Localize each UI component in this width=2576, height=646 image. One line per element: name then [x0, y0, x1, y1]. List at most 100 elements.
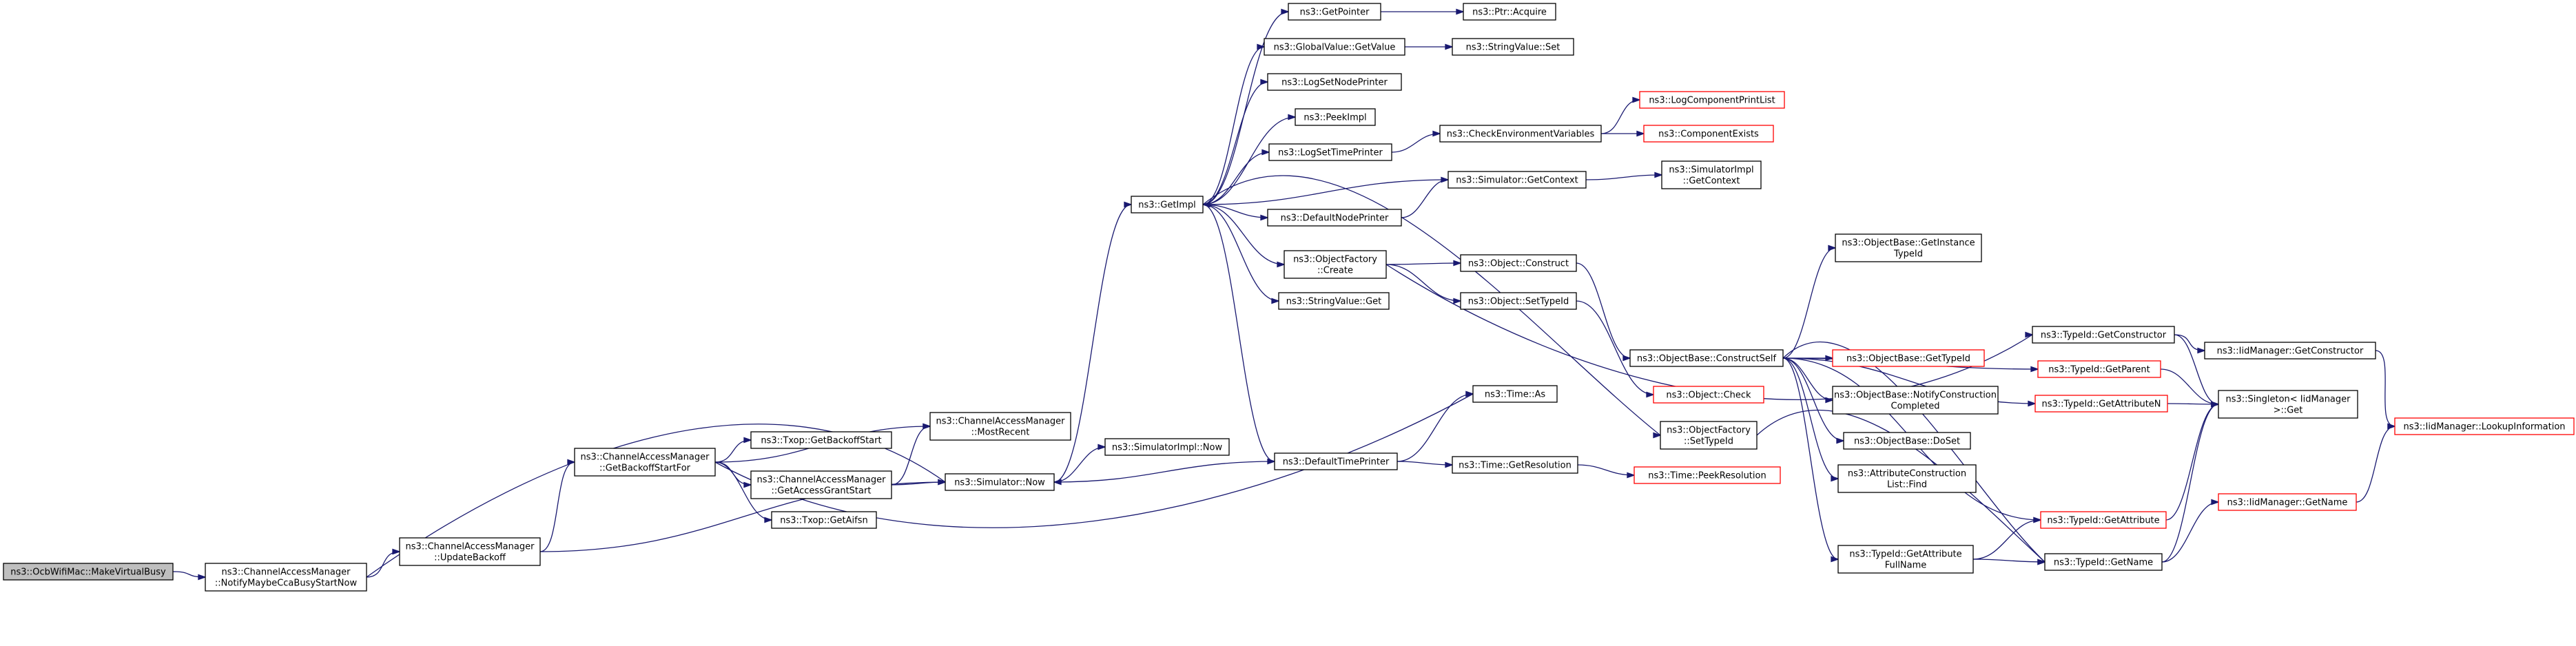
- node-txop-getbackoffstart[interactable]: ns3::Txop::GetBackoffStart: [750, 431, 892, 449]
- node-checkenvvars[interactable]: ns3::CheckEnvironmentVariables: [1439, 125, 1602, 143]
- node-box: [1832, 386, 1999, 415]
- node-label: ::GetContext: [1683, 176, 1740, 187]
- node-label: ns3::GetImpl: [1138, 200, 1196, 211]
- node-object-construct[interactable]: ns3::Object::Construct: [1460, 254, 1577, 272]
- node-globalvalue-getvalue[interactable]: ns3::GlobalValue::GetValue: [1264, 38, 1405, 56]
- node-label: ns3::ObjectFactory: [1667, 426, 1751, 436]
- node-box: [1439, 125, 1602, 143]
- node-label: ns3::LogSetNodePrinter: [1281, 78, 1388, 88]
- node-label: ns3::TypeId::GetConstructor: [2041, 331, 2167, 341]
- node-label: ns3::Ptr::Acquire: [1472, 8, 1547, 18]
- node-box: [1634, 466, 1781, 484]
- node-label: ns3::LogComponentPrintList: [1649, 96, 1775, 106]
- node-componentexists[interactable]: ns3::ComponentExists: [1643, 125, 1774, 143]
- node-txop-getaifsn[interactable]: ns3::Txop::GetAifsn: [771, 511, 877, 529]
- node-simulator-now[interactable]: ns3::Simulator::Now: [945, 473, 1055, 491]
- node-objectbase-gettypeid[interactable]: ns3::ObjectBase::GetTypeId: [1832, 349, 1985, 367]
- node-simulator-getcontext[interactable]: ns3::Simulator::GetContext: [1447, 171, 1587, 189]
- node-objectfactory-settypeid[interactable]: ns3::ObjectFactory::SetTypeId: [1660, 421, 1758, 450]
- edge-checkenvvars-to-logcomponentprintlist: [1600, 96, 1641, 134]
- node-typeid-getname[interactable]: ns3::TypeId::GetName: [2044, 553, 2163, 571]
- node-label: ns3::ObjectBase::NotifyConstruction: [1834, 390, 1997, 401]
- edge-getbackoffstartfor-to-txop-getbackoffstart: [714, 437, 752, 463]
- node-box: [1278, 292, 1390, 310]
- node-getpointer[interactable]: ns3::GetPointer: [1288, 3, 1381, 21]
- node-box: [1131, 196, 1204, 213]
- node-typeid-getparent[interactable]: ns3::TypeId::GetParent: [2037, 360, 2161, 378]
- node-logcomponentprintlist[interactable]: ns3::LogComponentPrintList: [1639, 91, 1785, 109]
- node-box: [1660, 421, 1758, 450]
- node-logsetnodeprinter[interactable]: ns3::LogSetNodePrinter: [1267, 73, 1402, 91]
- node-box: [1268, 143, 1392, 161]
- node-mostrecent[interactable]: ns3::ChannelAccessManager::MostRecent: [929, 412, 1071, 441]
- edge-getimpl-to-logsetnodeprinter: [1202, 79, 1269, 205]
- node-box: [1284, 250, 1387, 279]
- node-objectbase-constructself[interactable]: ns3::ObjectBase::ConstructSelf: [1629, 349, 1784, 367]
- edge-logsettimeprinter-to-checkenvvars: [1391, 130, 1441, 153]
- node-typeid-getattributen[interactable]: ns3::TypeId::GetAttributeN: [2034, 395, 2168, 413]
- node-simulatorimpl-now[interactable]: ns3::SimulatorImpl::Now: [1104, 438, 1230, 456]
- node-objectbase-dodispose[interactable]: ns3::ObjectBase::DoSet: [1843, 432, 1971, 450]
- node-simulatorimpl-getcontext[interactable]: ns3::SimulatorImpl::GetContext: [1661, 160, 1762, 189]
- node-stringvalue-get[interactable]: ns3::StringValue::Get: [1278, 292, 1390, 310]
- node-stringvalue-set[interactable]: ns3::StringValue::Set: [1452, 38, 1574, 56]
- node-iidmanager-lookupinformation[interactable]: ns3::IidManager::LookupInformation: [2394, 417, 2575, 435]
- edge-simulator-getcontext-to-simulatorimpl-getcontext: [1585, 171, 1663, 180]
- node-box: [1274, 452, 1398, 470]
- node-notifymaybe[interactable]: ns3::ChannelAccessManager::NotifyMaybeCc…: [205, 563, 367, 592]
- node-defaultnodeprinter[interactable]: ns3::DefaultNodePrinter: [1267, 209, 1402, 227]
- node-label: ns3::GlobalValue::GetValue: [1274, 43, 1396, 53]
- node-object-check[interactable]: ns3::Object::Check: [1653, 386, 1764, 404]
- node-box: [1661, 160, 1762, 189]
- node-getaccessgrantstart[interactable]: ns3::ChannelAccessManager::GetAccessGran…: [750, 470, 892, 499]
- edge-getimpl-to-objectfactory-settypeid: [1202, 175, 1662, 439]
- node-iidmanager-getname[interactable]: ns3::IidManager::GetName: [2218, 493, 2357, 511]
- node-label: ns3::ObjectBase::GetTypeId: [1846, 354, 1970, 364]
- node-label: ::NotifyMaybeCcaBusyStartNow: [215, 579, 358, 589]
- edge-simulator-now-to-simulatorimpl-now: [1053, 444, 1106, 483]
- node-updatebackoff[interactable]: ns3::ChannelAccessManager::UpdateBackoff: [399, 537, 541, 566]
- node-peekimpl[interactable]: ns3::PeekImpl: [1295, 108, 1376, 126]
- node-logsettimeprinter[interactable]: ns3::LogSetTimePrinter: [1268, 143, 1392, 161]
- node-time-peekresolution[interactable]: ns3::Time::PeekResolution: [1634, 466, 1781, 484]
- node-label: ns3::DefaultNodePrinter: [1281, 213, 1389, 224]
- edge-getimpl-to-peekimpl: [1202, 114, 1297, 205]
- node-label: ns3::CheckEnvironmentVariables: [1447, 129, 1595, 140]
- node-getbackoffstartfor[interactable]: ns3::ChannelAccessManager::GetBackoffSta…: [574, 448, 716, 477]
- node-object-settypeid[interactable]: ns3::Object::SetTypeId: [1460, 292, 1577, 310]
- node-box: [1643, 125, 1774, 143]
- node-ptr-acquire[interactable]: ns3::Ptr::Acquire: [1463, 3, 1556, 21]
- node-label: ::GetAccessGrantStart: [772, 486, 872, 497]
- node-singleton-get[interactable]: ns3::Singleton< IidManager >::Get: [2218, 390, 2358, 419]
- node-label: List::Find: [1887, 480, 1927, 490]
- node-makevirtualbusy[interactable]: ns3::OcbWifiMac::MakeVirtualBusy: [3, 563, 174, 581]
- edge-typeid-getattribute-to-singleton-get: [2165, 401, 2220, 521]
- edge-getbackoffstartfor-to-getaccessgrantstart: [714, 461, 752, 488]
- node-label: ns3::SimulatorImpl: [1669, 165, 1753, 176]
- edge-objectbase-constructself-to-objectbase-dodispose: [1782, 357, 1845, 444]
- node-objectfactory-create[interactable]: ns3::ObjectFactory::Create: [1284, 250, 1387, 279]
- node-objectbase-notifyconstruction[interactable]: ns3::ObjectBase::NotifyConstructionCompl…: [1832, 386, 1999, 415]
- node-iidmanager-getconstructor[interactable]: ns3::IidManager::GetConstructor: [2204, 342, 2376, 360]
- node-label: ::MostRecent: [971, 428, 1030, 438]
- node-getimpl[interactable]: ns3::GetImpl: [1131, 196, 1204, 213]
- edge-getaccessgrantstart-to-simulator-now: [891, 479, 947, 486]
- edge-globalvalue-getvalue-to-stringvalue-set: [1405, 43, 1454, 50]
- node-time-getresolution[interactable]: ns3::Time::GetResolution: [1452, 456, 1578, 474]
- node-typeid-getconstructor[interactable]: ns3::TypeId::GetConstructor: [2032, 326, 2175, 344]
- node-time-as[interactable]: ns3::Time::As: [1472, 385, 1558, 403]
- edge-typeid-getconstructor-to-iidmanager-getconstructor: [2174, 334, 2206, 354]
- node-label: ns3::DefaultTimePrinter: [1283, 457, 1390, 468]
- edge-typeid-getattributen-to-singleton-get: [2167, 401, 2220, 408]
- node-defaulttimeprinter[interactable]: ns3::DefaultTimePrinter: [1274, 452, 1398, 470]
- node-box: [3, 563, 174, 581]
- node-box: [945, 473, 1055, 491]
- node-typeid-getattribute[interactable]: ns3::TypeId::GetAttribute: [2040, 511, 2167, 529]
- node-label: ns3::ObjectBase::DoSet: [1854, 437, 1960, 447]
- node-label: ns3::TypeId::GetAttribute: [2047, 516, 2159, 526]
- node-box: [750, 470, 892, 499]
